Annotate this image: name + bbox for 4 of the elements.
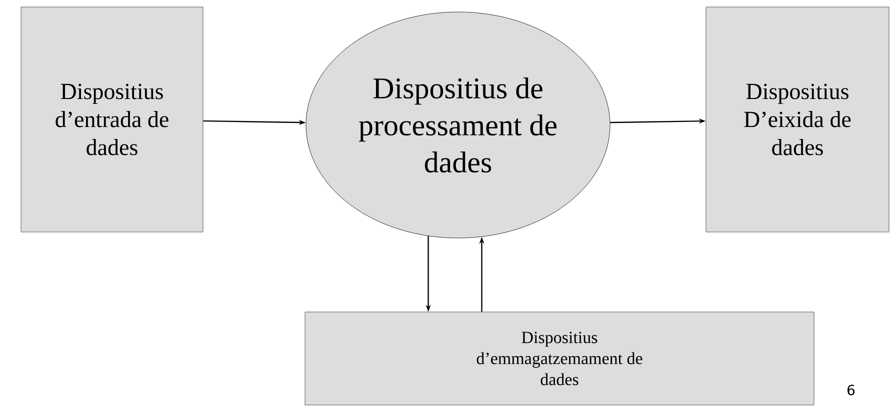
input-box: Dispositius d’entrada de dades bbox=[20, 6, 204, 232]
page-number: 6 bbox=[848, 384, 855, 396]
output-box: Dispositius D’eixida de dades bbox=[706, 6, 890, 232]
storage-box: Dispositius d’emmagatzemament de dades bbox=[304, 312, 814, 406]
